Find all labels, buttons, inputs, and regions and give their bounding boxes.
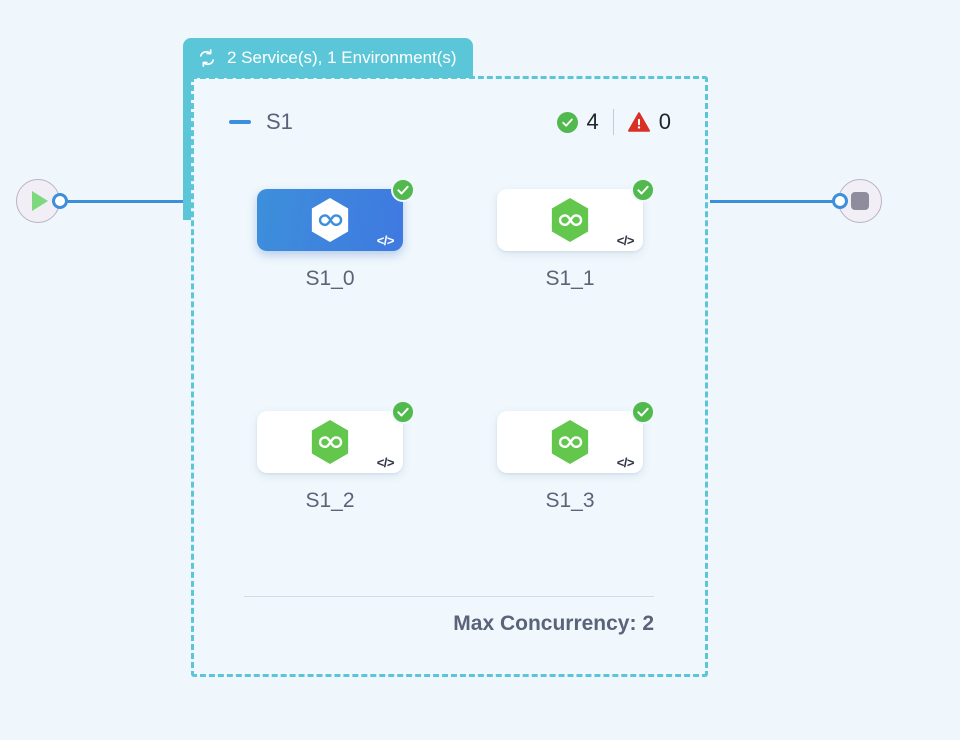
service-card-label: S1_2 <box>305 489 355 512</box>
group-header-tab[interactable]: 2 Service(s), 1 Environment(s) <box>183 38 473 78</box>
warning-status: 0 <box>627 109 671 135</box>
hexagon-infinity-logo <box>551 420 589 464</box>
service-card[interactable]: </> <box>257 400 415 473</box>
service-card-slot: </> S1_1 <box>497 178 655 291</box>
code-brackets-icon[interactable]: </> <box>616 233 635 248</box>
collapse-minus-icon[interactable] <box>229 120 251 124</box>
code-brackets-icon[interactable]: </> <box>616 455 635 470</box>
warning-triangle-icon <box>627 112 650 132</box>
service-card[interactable]: </> <box>497 400 655 473</box>
end-node-port[interactable] <box>832 193 848 209</box>
start-node-port[interactable] <box>52 193 68 209</box>
hexagon-infinity-logo <box>311 420 349 464</box>
success-count: 4 <box>586 109 599 134</box>
check-circle-icon <box>631 400 655 424</box>
code-brackets-icon[interactable]: </> <box>376 455 395 470</box>
hexagon-infinity-logo <box>311 198 349 242</box>
group-header-title: 2 Service(s), 1 Environment(s) <box>227 48 457 67</box>
loop-refresh-icon <box>197 48 217 68</box>
service-group-container[interactable] <box>191 76 708 677</box>
service-card-label: S1_0 <box>305 267 355 290</box>
hexagon-infinity-logo <box>551 198 589 242</box>
play-icon <box>32 191 48 211</box>
section-label: S1 <box>266 109 293 134</box>
service-card-slot: </> S1_2 <box>257 400 415 513</box>
service-card-label: S1_1 <box>545 267 595 290</box>
check-circle-icon <box>556 111 578 133</box>
max-concurrency-label: Max Concurrency: 2 <box>453 612 654 635</box>
service-card-slot: </> S1_3 <box>497 400 655 513</box>
status-divider <box>612 109 614 135</box>
service-card[interactable]: </> <box>497 178 655 251</box>
edge-start-to-group <box>62 200 190 203</box>
check-circle-icon <box>391 400 415 424</box>
section-header-row: S1 4 0 <box>229 104 671 140</box>
stop-icon <box>851 192 869 210</box>
edge-group-to-end <box>710 200 840 203</box>
warning-count: 0 <box>658 109 671 134</box>
check-circle-icon <box>631 178 655 202</box>
group-footer-divider <box>244 596 654 597</box>
success-status: 4 <box>556 109 599 135</box>
code-brackets-icon[interactable]: </> <box>376 233 395 248</box>
service-card-slot: </> S1_0 <box>257 178 415 291</box>
service-card-label: S1_3 <box>545 489 595 512</box>
service-card[interactable]: </> <box>257 178 415 251</box>
status-summary: 4 0 <box>556 109 671 135</box>
check-circle-icon <box>391 178 415 202</box>
